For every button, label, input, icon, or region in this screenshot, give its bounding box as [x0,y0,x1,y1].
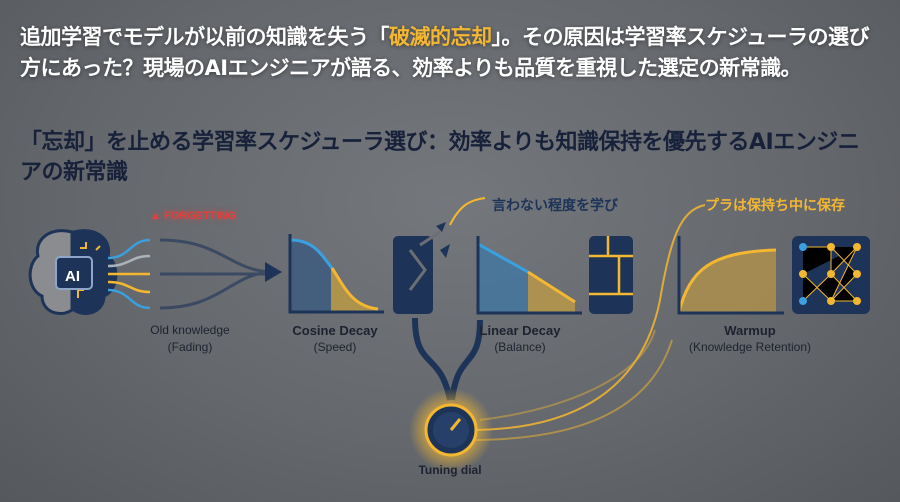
headline-highlight: 破滅的忘却 [389,25,492,49]
warmup-note: (Knowledge Retention) [688,340,812,354]
warning-text: FORGETTING [163,210,237,222]
warning-triangle-icon: ▲ [150,210,161,222]
warmup-label: Warmup (Knowledge Retention) [670,322,830,356]
old-knowledge-label: Old knowledge (Fading) [130,322,250,356]
cosine-decay-label: Cosine Decay (Speed) [280,322,390,356]
tuning-dial-icon [409,388,493,472]
forgetting-warning: ▲ FORGETTING [150,210,236,222]
cosine-decay-chart [288,234,384,314]
linear-title: Linear Decay [479,323,561,338]
headline-text-2: 」。その原因は学習率スケジューラの選び方にあった？現場のAIエンジニアが語る、効… [20,25,870,80]
golden-flow-lines [469,204,706,441]
brain-icon [28,229,118,315]
brick-wall-icon [589,236,633,314]
tuning-dial-label: Tuning dial [418,463,482,477]
linear-decay-chart [476,236,582,315]
subtitle: 「忘却」を止める学習率スケジューラ選び：効率よりも知識保持を優先するAIエンジニ… [20,130,860,185]
headline: 追加学習でモデルが以前の知識を失う「破滅的忘却」。その原因は学習率スケジューラの… [20,22,880,84]
broken-block-icon [393,222,450,314]
neural-network-icon [792,236,870,314]
ai-label: AI [65,268,80,285]
annotation-right: プラは保持ち中に保存 [705,198,845,214]
knowledge-lines [107,238,271,310]
cosine-title: Cosine Decay [292,323,378,338]
warmup-title: Warmup [724,323,776,338]
arrow-icon [265,262,282,282]
headline-text-1: 追加学習でモデルが以前の知識を失う「 [20,25,390,49]
flow-to-dial [412,317,483,401]
old-knowledge-note: (Fading) [167,340,213,354]
annotation-left: 言わない程度を学び [492,198,618,214]
warmup-chart [677,236,784,315]
linear-decay-label: Linear Decay (Balance) [465,322,575,356]
cosine-note: (Speed) [313,340,357,354]
linear-note: (Balance) [494,340,546,354]
old-knowledge-title: Old knowledge [150,323,230,337]
